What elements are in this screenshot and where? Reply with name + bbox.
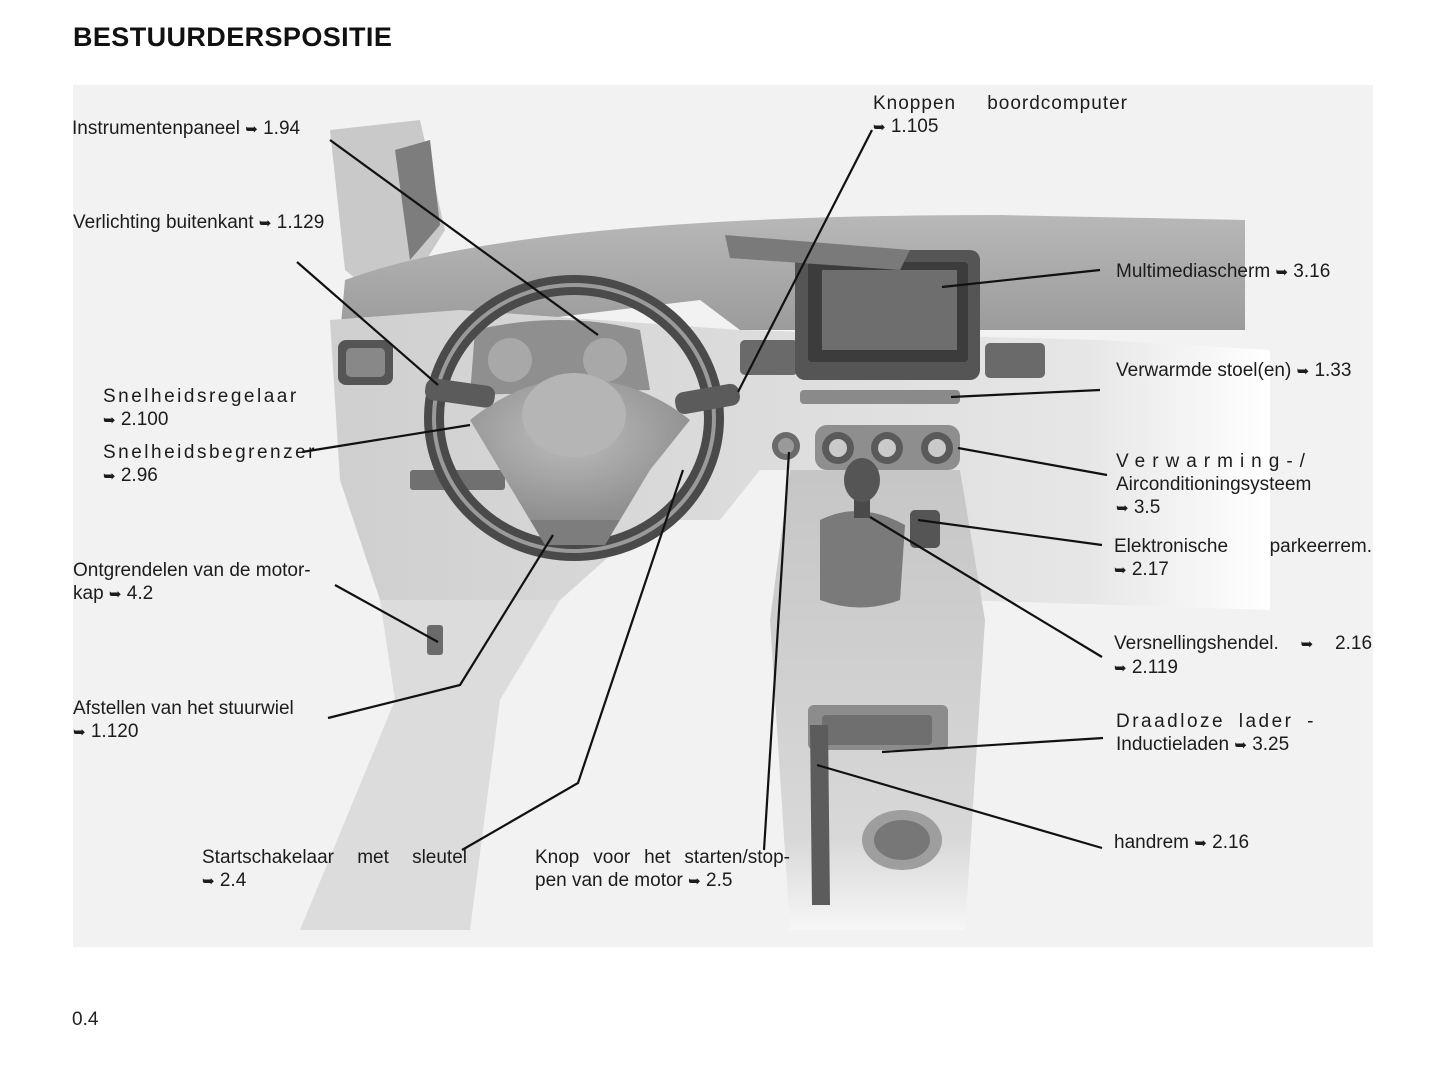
- label-exterior-lighting: Verlichting buitenkant ➥ 1.129: [73, 212, 325, 233]
- right-stalk: [675, 383, 740, 414]
- label-handbrake: handrem ➥ 2.16: [1114, 832, 1250, 853]
- left-stalk: [424, 378, 496, 408]
- gear-knob: [844, 458, 880, 502]
- page-number: 0.4: [72, 1009, 99, 1030]
- label-instrument-panel: Instrumentenpaneel ➥ 1.94: [72, 118, 301, 139]
- gear-boot: [820, 511, 905, 608]
- leader-bonnet-release: [334, 584, 439, 643]
- label-speed-limiter: Snelheidsbegrenzer ➥ 2.96: [103, 442, 318, 486]
- label-ignition-switch: Startschakelaar met sleutel ➥ 2.4: [202, 847, 467, 891]
- leader-parking-brake: [917, 518, 1103, 547]
- handbrake-lever: [810, 725, 830, 905]
- leader-start-stop: [762, 451, 791, 851]
- dashboard-top: [340, 215, 1245, 335]
- leader-exterior-lighting: [296, 261, 439, 386]
- leader-gear-lever: [869, 516, 1103, 658]
- leader-ignition: [461, 469, 685, 851]
- label-heated-seats: Verwarmde stoel(en) ➥ 1.33: [1116, 360, 1352, 381]
- parking-brake-switch: [910, 510, 940, 548]
- label-multimedia-screen: Multimediascherm ➥ 3.16: [1116, 261, 1331, 282]
- button-strip: [800, 390, 960, 404]
- label-climate-system: Verwarming-/ Airconditioningsysteem ➥ 3.…: [1116, 451, 1312, 518]
- leader-steering-adjust: [327, 534, 554, 720]
- label-trip-computer: Knoppen boordcomputer ➥ 1.105: [873, 93, 1128, 137]
- label-cruise-control: Snelheidsregelaar ➥ 2.100: [103, 386, 299, 430]
- page-title: BESTUURDERSPOSITIE: [73, 22, 393, 52]
- lower-left-trim: [300, 600, 560, 930]
- label-steering-adjust: Afstellen van het stuurwiel ➥ 1.120: [73, 698, 294, 742]
- label-gear-lever: Versnellingshendel. ➥ 2.16 ➥ 2.119: [1114, 633, 1373, 678]
- leader-lines: [296, 129, 1108, 851]
- leader-instrument-panel: [329, 139, 599, 336]
- label-parking-brake: Elektronische parkeerrem. ➥ 2.17: [1114, 536, 1372, 580]
- leader-heated-seats: [950, 388, 1101, 399]
- center-air-vent: [740, 340, 798, 375]
- leader-speed-limiter: [301, 423, 471, 454]
- leader-multimedia: [941, 268, 1101, 289]
- label-start-stop-button: Knop voor het starten/stop- pen van de m…: [535, 847, 790, 891]
- leader-trip-computer: [737, 129, 873, 393]
- leader-climate: [957, 446, 1108, 477]
- leader-handbrake: [816, 763, 1103, 850]
- leader-wireless-charger: [881, 736, 1104, 754]
- label-bonnet-release: Ontgrendelen van de motor- kap ➥ 4.2: [73, 560, 311, 604]
- label-wireless-charger: Draadloze lader - Inductieladen ➥ 3.25: [1116, 711, 1316, 755]
